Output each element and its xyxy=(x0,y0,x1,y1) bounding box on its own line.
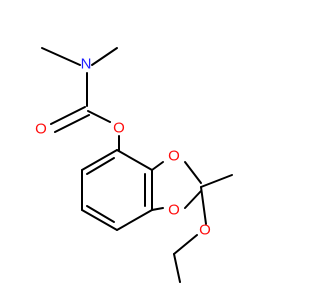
bond-n-methyl-right xyxy=(91,47,118,66)
bond-ethoxy-ch2-ch3 xyxy=(173,253,181,283)
bond-upper-oxygen-ketal xyxy=(184,161,202,184)
ester-oxygen-atom-label: O xyxy=(113,120,125,137)
bond-carbonyl-ester-oxygen xyxy=(87,110,111,123)
bond-ring-1-inner xyxy=(86,157,115,175)
bond-ring-4 xyxy=(116,209,153,231)
ethoxy-oxygen-atom-label: O xyxy=(199,222,211,239)
bond-ring-3 xyxy=(81,209,118,231)
bond-ethoxy-oxygen-ch2 xyxy=(173,234,198,255)
bonds xyxy=(41,47,233,283)
carbonyl-oxygen-atom-label: O xyxy=(35,121,47,138)
bond-lower-oxygen-ketal xyxy=(184,190,202,209)
bond-ring-3-inner xyxy=(86,205,115,223)
bond-ring-6 xyxy=(116,149,153,171)
dioxole-upper-oxygen-atom-label: O xyxy=(168,148,180,165)
bond-ring-1 xyxy=(81,149,118,171)
bond-methyl-left-n xyxy=(41,47,81,66)
bond-ketal-ethoxy-oxygen xyxy=(200,186,207,225)
atom-labels: N O O O O O xyxy=(35,56,211,239)
molecule-structure-diagram: N O O O O O xyxy=(35,47,233,283)
bond-ketal-methyl xyxy=(200,174,233,188)
bond-carbonyl-double-a xyxy=(50,106,86,125)
molecule-drawing: N O O O O O xyxy=(35,47,233,283)
nitrogen-atom-label: N xyxy=(81,56,92,73)
dioxole-lower-oxygen-atom-label: O xyxy=(168,202,180,219)
bond-ring-lower-oxygen xyxy=(151,207,164,211)
bond-carbonyl-double-b xyxy=(54,114,90,133)
bond-ring-upper-oxygen xyxy=(151,161,164,171)
